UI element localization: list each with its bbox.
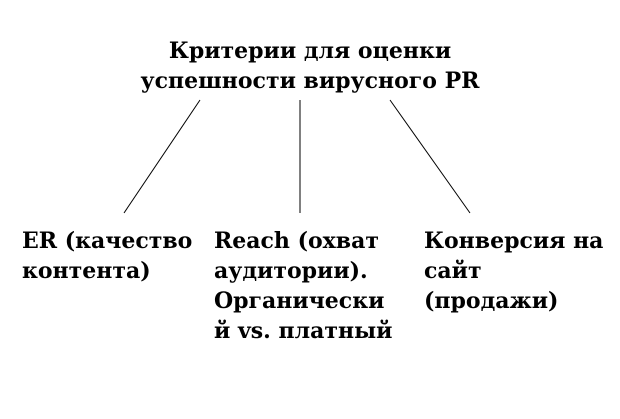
child-node-reach-line: аудитории). <box>214 258 368 284</box>
child-node-conversion-line: (продажи) <box>424 288 559 314</box>
child-node-reach-line: Органически <box>214 288 385 314</box>
root-node-line: Критерии для оценки <box>168 38 452 64</box>
child-node-reach-line: й vs. платный <box>214 318 393 344</box>
connector-root-to-left <box>123 99 201 214</box>
child-node-er: ER (качество контента) <box>22 226 192 286</box>
child-node-er-line: контента) <box>22 258 151 284</box>
child-node-conversion-line: Конверсия на <box>424 228 604 254</box>
child-node-conversion-line: сайт <box>424 258 482 284</box>
root-node-line: успешности вирусного PR <box>140 68 480 94</box>
root-node: Критерии для оценки успешности вирусного… <box>0 36 620 96</box>
child-node-er-line: ER (качество <box>22 228 193 254</box>
child-node-conversion: Конверсия на сайт (продажи) <box>424 226 603 316</box>
child-node-reach: Reach (охват аудитории). Органически й v… <box>214 226 392 346</box>
connector-root-to-right <box>389 99 471 214</box>
child-node-reach-line: Reach (охват <box>214 228 379 254</box>
